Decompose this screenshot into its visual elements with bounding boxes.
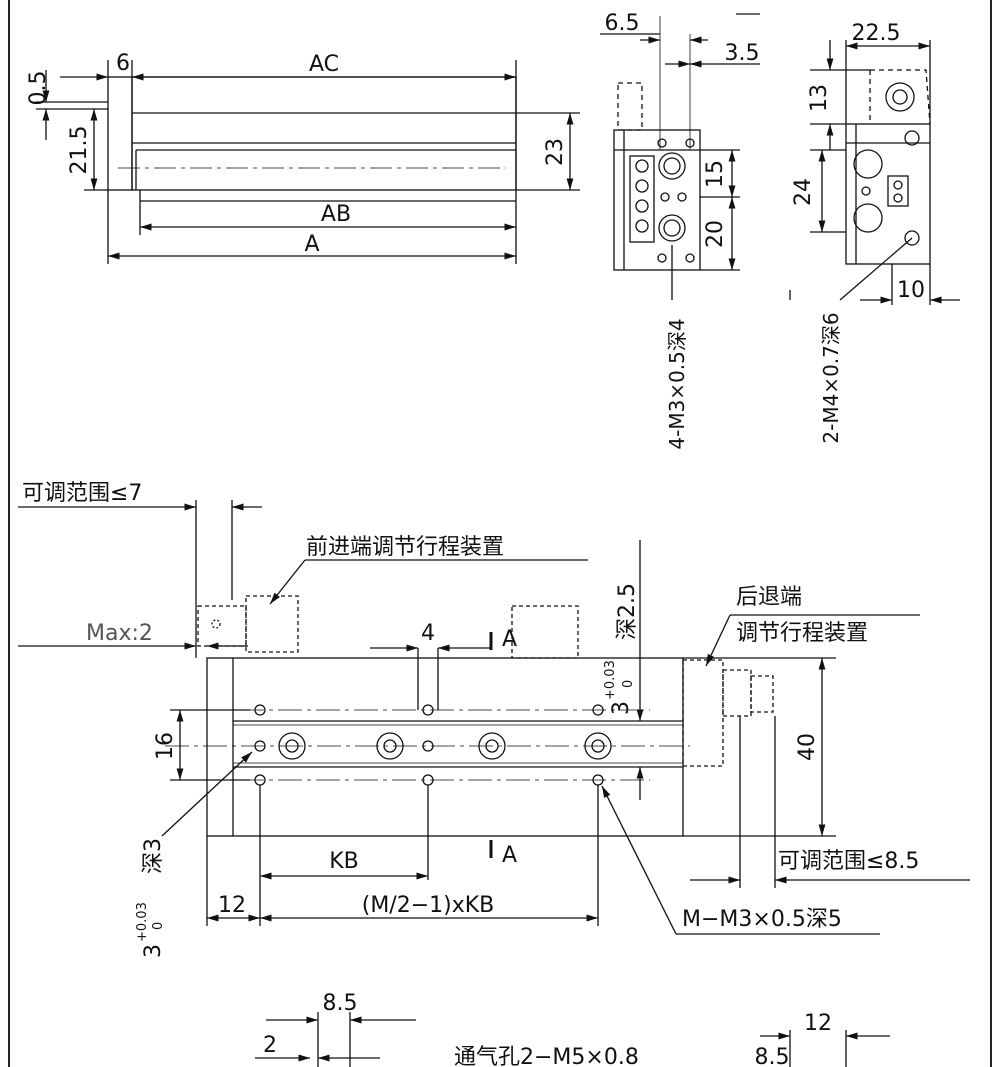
rear-stroke-device-label: 调节行程装置: [736, 621, 868, 646]
pin-hole-top-tol-low: 0: [621, 680, 636, 688]
bottom-partial-view: [255, 1012, 890, 1067]
thread-note-4-m3: 4-M3×0.5深4: [665, 318, 689, 449]
depth-2-5-label: 深2.5: [615, 583, 640, 640]
dim-15-label: 15: [703, 160, 728, 188]
dim-40-label: 40: [795, 733, 820, 761]
dim-4-label: 4: [421, 621, 435, 646]
pin-hole-left-tol: +0.03: [135, 902, 150, 942]
dim-ac-label: AC: [309, 52, 339, 77]
dim-16-label: 16: [153, 732, 178, 760]
pin-hole-top-label: 3: [609, 701, 634, 715]
thread-note-2-m4: 2-M4×0.7深6: [819, 312, 843, 443]
dim-12-label: 12: [218, 893, 246, 918]
dim-6-5-label: 6.5: [605, 11, 640, 36]
dim-m-kb-label: (M/2−1)xKB: [362, 893, 495, 918]
dim-a-label: A: [304, 232, 319, 257]
rear-end-label: 后退端: [736, 585, 802, 610]
max-2-label: Max:2: [86, 621, 153, 646]
vent-note-label: 通气孔2−M5×0.8: [454, 1045, 639, 1067]
pin-hole-left-tol-low: 0: [151, 922, 166, 930]
end-view-left: [600, 13, 760, 300]
main-view: [18, 500, 970, 935]
dim-3-5-label: 3.5: [725, 41, 760, 66]
section-a-bottom-label: A: [502, 843, 517, 868]
dim-21-5-label: 21.5: [67, 126, 92, 175]
section-a-top-label: A: [502, 627, 517, 652]
dim-23-label: 23: [543, 138, 568, 166]
drawing-frame: [8, 0, 992, 1067]
top-view: [36, 60, 580, 264]
dim-12-bottom-label: 12: [804, 1011, 832, 1036]
pin-hole-left-label: 3: [141, 944, 166, 958]
dim-8-5-right-label: 8.5: [755, 1045, 790, 1067]
dim-24-label: 24: [791, 178, 816, 206]
dim-kb-label: KB: [329, 849, 359, 874]
end-view-right: [789, 40, 960, 305]
dim-13-label: 13: [807, 84, 832, 112]
dim-2-label: 2: [263, 1033, 277, 1058]
adj-range-front-label: 可调范围≤7: [22, 481, 142, 506]
depth-3-label: 深3: [141, 838, 166, 874]
front-stroke-device-label: 前进端调节行程装置: [306, 535, 504, 560]
dim-ab-label: AB: [321, 202, 351, 227]
dim-0-5-label: 0.5: [26, 71, 51, 106]
dim-8-5-left-label: 8.5: [323, 991, 358, 1016]
pin-hole-top-tol: +0.03: [603, 660, 618, 700]
thread-note-m-m3: M−M3×0.5深5: [682, 907, 842, 932]
dim-10-label: 10: [897, 278, 925, 303]
adj-range-rear-label: 可调范围≤8.5: [778, 849, 919, 874]
dim-22-5-label: 22.5: [852, 21, 901, 46]
dim-6-label: 6: [116, 51, 130, 76]
dim-20-label: 20: [703, 220, 728, 248]
